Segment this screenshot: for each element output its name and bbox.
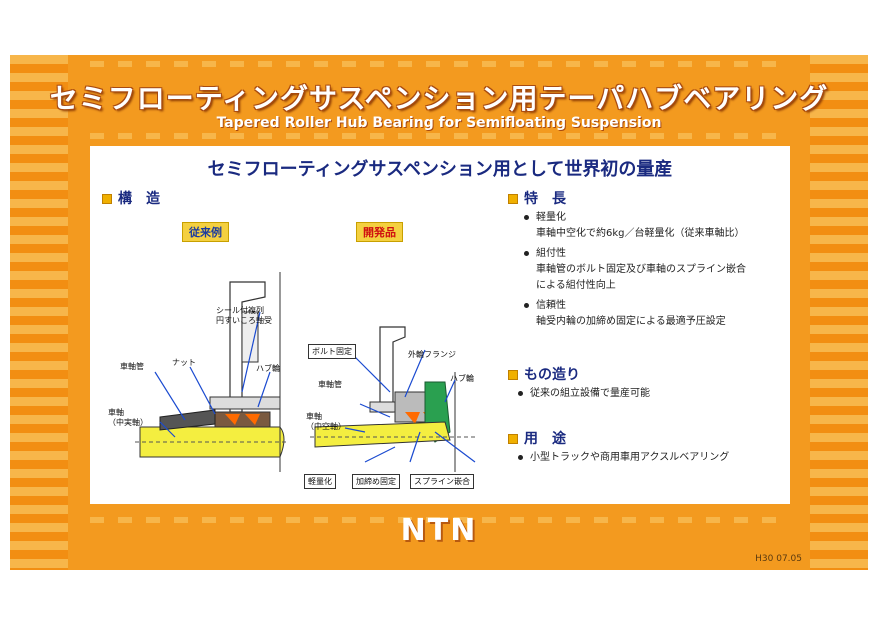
bottom-stripe-band xyxy=(90,517,790,523)
label-axle-solid: 車軸 （中実軸） xyxy=(108,408,148,427)
label-seal-bearing: シール付複列 円すいころ軸受 xyxy=(216,306,272,325)
manufacturing-heading: もの造り xyxy=(508,364,580,384)
manufacturing-item: 従来の組立設備で量産可能 xyxy=(518,386,650,402)
feature-item-1-title: 軽量化 xyxy=(524,210,566,226)
label-axle-tube-conv: 車軸管 xyxy=(120,362,144,371)
feature-item-2-title: 組付性 xyxy=(524,246,566,262)
feature-item-2-detail: 車軸管のボルト固定及び車軸のスプライン嵌合 による組付性向上 xyxy=(536,264,746,291)
poster-background: セミフローティングサスペンション用テーパハブベアリング Tapered Roll… xyxy=(10,55,868,570)
title-japanese: セミフローティングサスペンション用テーパハブベアリング xyxy=(49,82,829,115)
conventional-diagram xyxy=(135,272,288,472)
label-outer-flange: 外輪フランジ xyxy=(408,350,456,359)
conventional-tag: 従来例 xyxy=(182,222,229,242)
label-lightweight: 軽量化 xyxy=(304,474,336,489)
label-hub-ring-conv: ハブ輪 xyxy=(256,364,280,373)
right-stripes xyxy=(810,55,868,570)
top-stripe-band xyxy=(90,61,790,67)
label-crimp-fixing: 加締め固定 xyxy=(352,474,400,489)
usage-item: 小型トラックや商用車用アクスルベアリング xyxy=(518,450,729,466)
subtitle: セミフローティングサスペンション用として世界初の量産 xyxy=(207,159,673,180)
content-panel: セミフローティングサスペンション用として世界初の量産 構 造 従来例 シール付複… xyxy=(90,146,790,504)
feature-item-3-detail: 軸受内輪の加締め固定による最適予圧設定 xyxy=(536,316,726,327)
usage-heading: 用 途 xyxy=(508,428,566,448)
section-marker-icon xyxy=(102,194,112,204)
title-english: Tapered Roller Hub Bearing for Semifloat… xyxy=(216,115,662,131)
bullet-icon xyxy=(524,250,529,256)
section-marker-icon xyxy=(508,194,518,204)
structure-heading: 構 造 xyxy=(102,188,160,208)
bullet-icon xyxy=(524,214,529,220)
label-nut: ナット xyxy=(172,358,196,367)
label-hub-ring-dev: ハブ輪 xyxy=(450,374,474,383)
feature-item-3-title: 信頼性 xyxy=(524,298,566,314)
features-heading: 特 長 xyxy=(508,188,566,208)
section-marker-icon xyxy=(508,370,518,380)
bullet-icon xyxy=(518,390,523,396)
label-axle-hollow: 車軸 （中空軸） xyxy=(306,412,346,431)
bullet-icon xyxy=(524,302,529,308)
label-spline-fitting: スプライン嵌合 xyxy=(410,474,474,489)
section-marker-icon xyxy=(508,434,518,444)
bullet-icon xyxy=(518,454,523,460)
developed-tag: 開発品 xyxy=(356,222,403,242)
label-axle-tube-dev: 車軸管 xyxy=(318,380,342,389)
label-bolt-fixing: ボルト固定 xyxy=(308,344,356,359)
left-stripes xyxy=(10,55,68,570)
upper-stripe-band xyxy=(90,133,790,139)
developed-diagram xyxy=(310,326,476,472)
ntn-logo: NTN xyxy=(400,513,478,548)
feature-item-1-detail: 車軸中空化で約6kg／台軽量化（従来車軸比） xyxy=(536,228,745,239)
document-date: H30 07.05 xyxy=(755,554,802,564)
